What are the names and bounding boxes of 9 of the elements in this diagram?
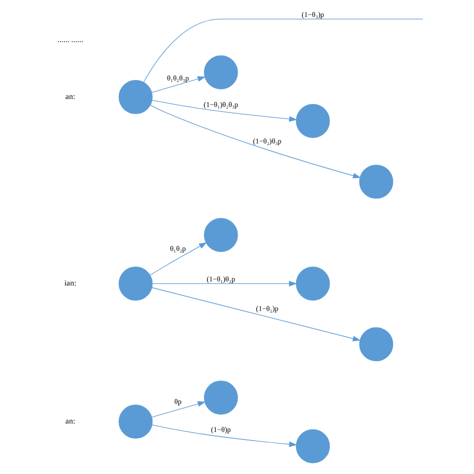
edge-label: θ₁θ₂θ₃p <box>166 73 188 82</box>
edge-label: (1−θ₁)θ₂θ₃p <box>203 100 238 109</box>
edge-label: (1−θ₁)θ₂p <box>206 274 235 284</box>
edge-label: θp <box>174 397 182 406</box>
edge-label: (1−θ)p <box>210 425 230 434</box>
edge-label: (1−θ₂)p <box>256 304 278 313</box>
edge-label: θ₁θ₂p <box>170 244 186 253</box>
edge-label: (1−θ₂)θ₃p <box>252 136 281 146</box>
edge-label: (1−θ₃)p <box>301 10 324 19</box>
